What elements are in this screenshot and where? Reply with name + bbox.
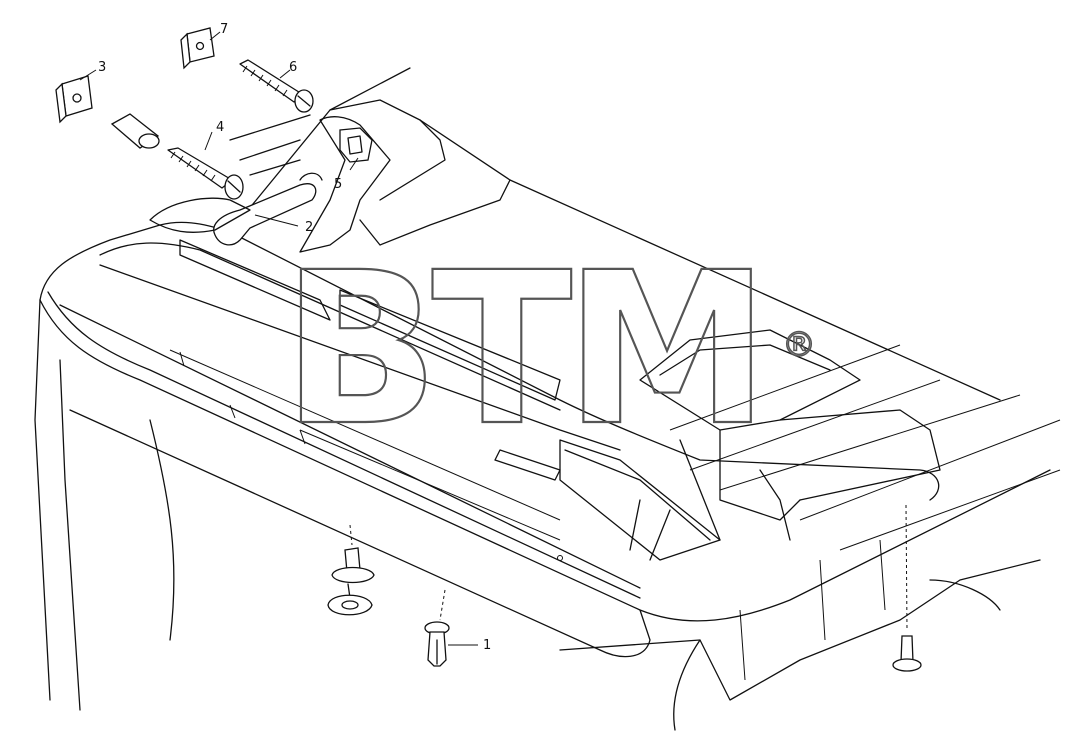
clip-nut-7 bbox=[180, 27, 215, 70]
watermark-text: BTM bbox=[282, 227, 762, 472]
bolt bbox=[892, 504, 922, 672]
body-panel bbox=[34, 221, 1051, 731]
push-clip-1 bbox=[424, 589, 450, 667]
grommet-clip bbox=[327, 524, 375, 616]
callout-6: 6 bbox=[289, 60, 297, 75]
callout-2: 2 bbox=[305, 220, 313, 235]
callouts: 1 2 3 4 5 6 7 bbox=[98, 22, 491, 653]
callout-4: 4 bbox=[216, 120, 224, 135]
callout-3: 3 bbox=[98, 60, 106, 75]
clip-nut-3 bbox=[55, 75, 93, 124]
bracket bbox=[149, 116, 391, 253]
callout-5: 5 bbox=[334, 177, 342, 192]
spacer-sleeve bbox=[110, 113, 160, 149]
latch bbox=[339, 127, 373, 163]
callout-1: 1 bbox=[483, 638, 491, 653]
top-plate bbox=[99, 67, 1061, 561]
screw-6 bbox=[239, 59, 314, 113]
registered-mark: ® bbox=[782, 325, 816, 365]
leader-lines bbox=[79, 31, 478, 646]
screw-4 bbox=[167, 147, 244, 200]
callout-7: 7 bbox=[220, 22, 228, 37]
watermark: BTM ® bbox=[281, 226, 817, 473]
